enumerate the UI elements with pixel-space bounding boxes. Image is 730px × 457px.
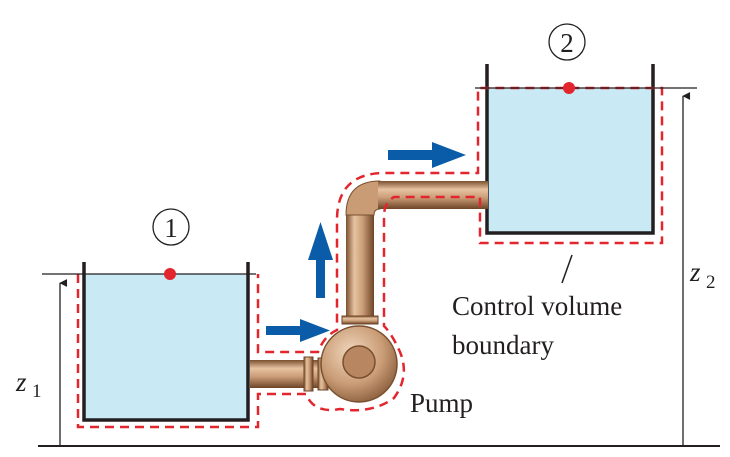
boundary-leader-line bbox=[561, 254, 573, 284]
boundary-label-line1: Control volume bbox=[452, 291, 622, 321]
flow-arrow-up bbox=[308, 222, 333, 298]
discharge-pipe bbox=[341, 180, 488, 325]
flow-arrow-top bbox=[388, 142, 466, 168]
station-1-text: 1 bbox=[164, 213, 178, 243]
z2-symbol: z bbox=[689, 257, 701, 287]
z1-symbol: z bbox=[15, 367, 27, 397]
station-2-text: 2 bbox=[560, 28, 574, 58]
surface-point-2 bbox=[563, 82, 575, 94]
pump bbox=[320, 325, 398, 403]
pump-eye bbox=[342, 345, 376, 379]
boundary-label-line2: boundary bbox=[452, 330, 554, 360]
tank-1-water bbox=[84, 274, 248, 420]
flow-arrow-inlet bbox=[266, 319, 330, 342]
tank-2-water bbox=[487, 88, 653, 233]
surface-point-1 bbox=[164, 268, 176, 280]
tank-2 bbox=[485, 64, 655, 235]
inlet-pipe bbox=[250, 356, 332, 392]
riser-flange bbox=[341, 315, 379, 325]
tank-2-walls bbox=[485, 64, 655, 235]
tank-1-walls bbox=[82, 262, 250, 422]
station-1-label: 1 bbox=[152, 208, 190, 246]
z1-subscript: 1 bbox=[32, 381, 42, 402]
z2-subscript: 2 bbox=[706, 272, 716, 293]
control-volume-boundary bbox=[76, 86, 664, 429]
tank-1 bbox=[82, 262, 250, 422]
inlet-flange bbox=[303, 356, 314, 392]
pump-label: Pump bbox=[410, 388, 473, 418]
station-2-label: 2 bbox=[548, 23, 586, 61]
